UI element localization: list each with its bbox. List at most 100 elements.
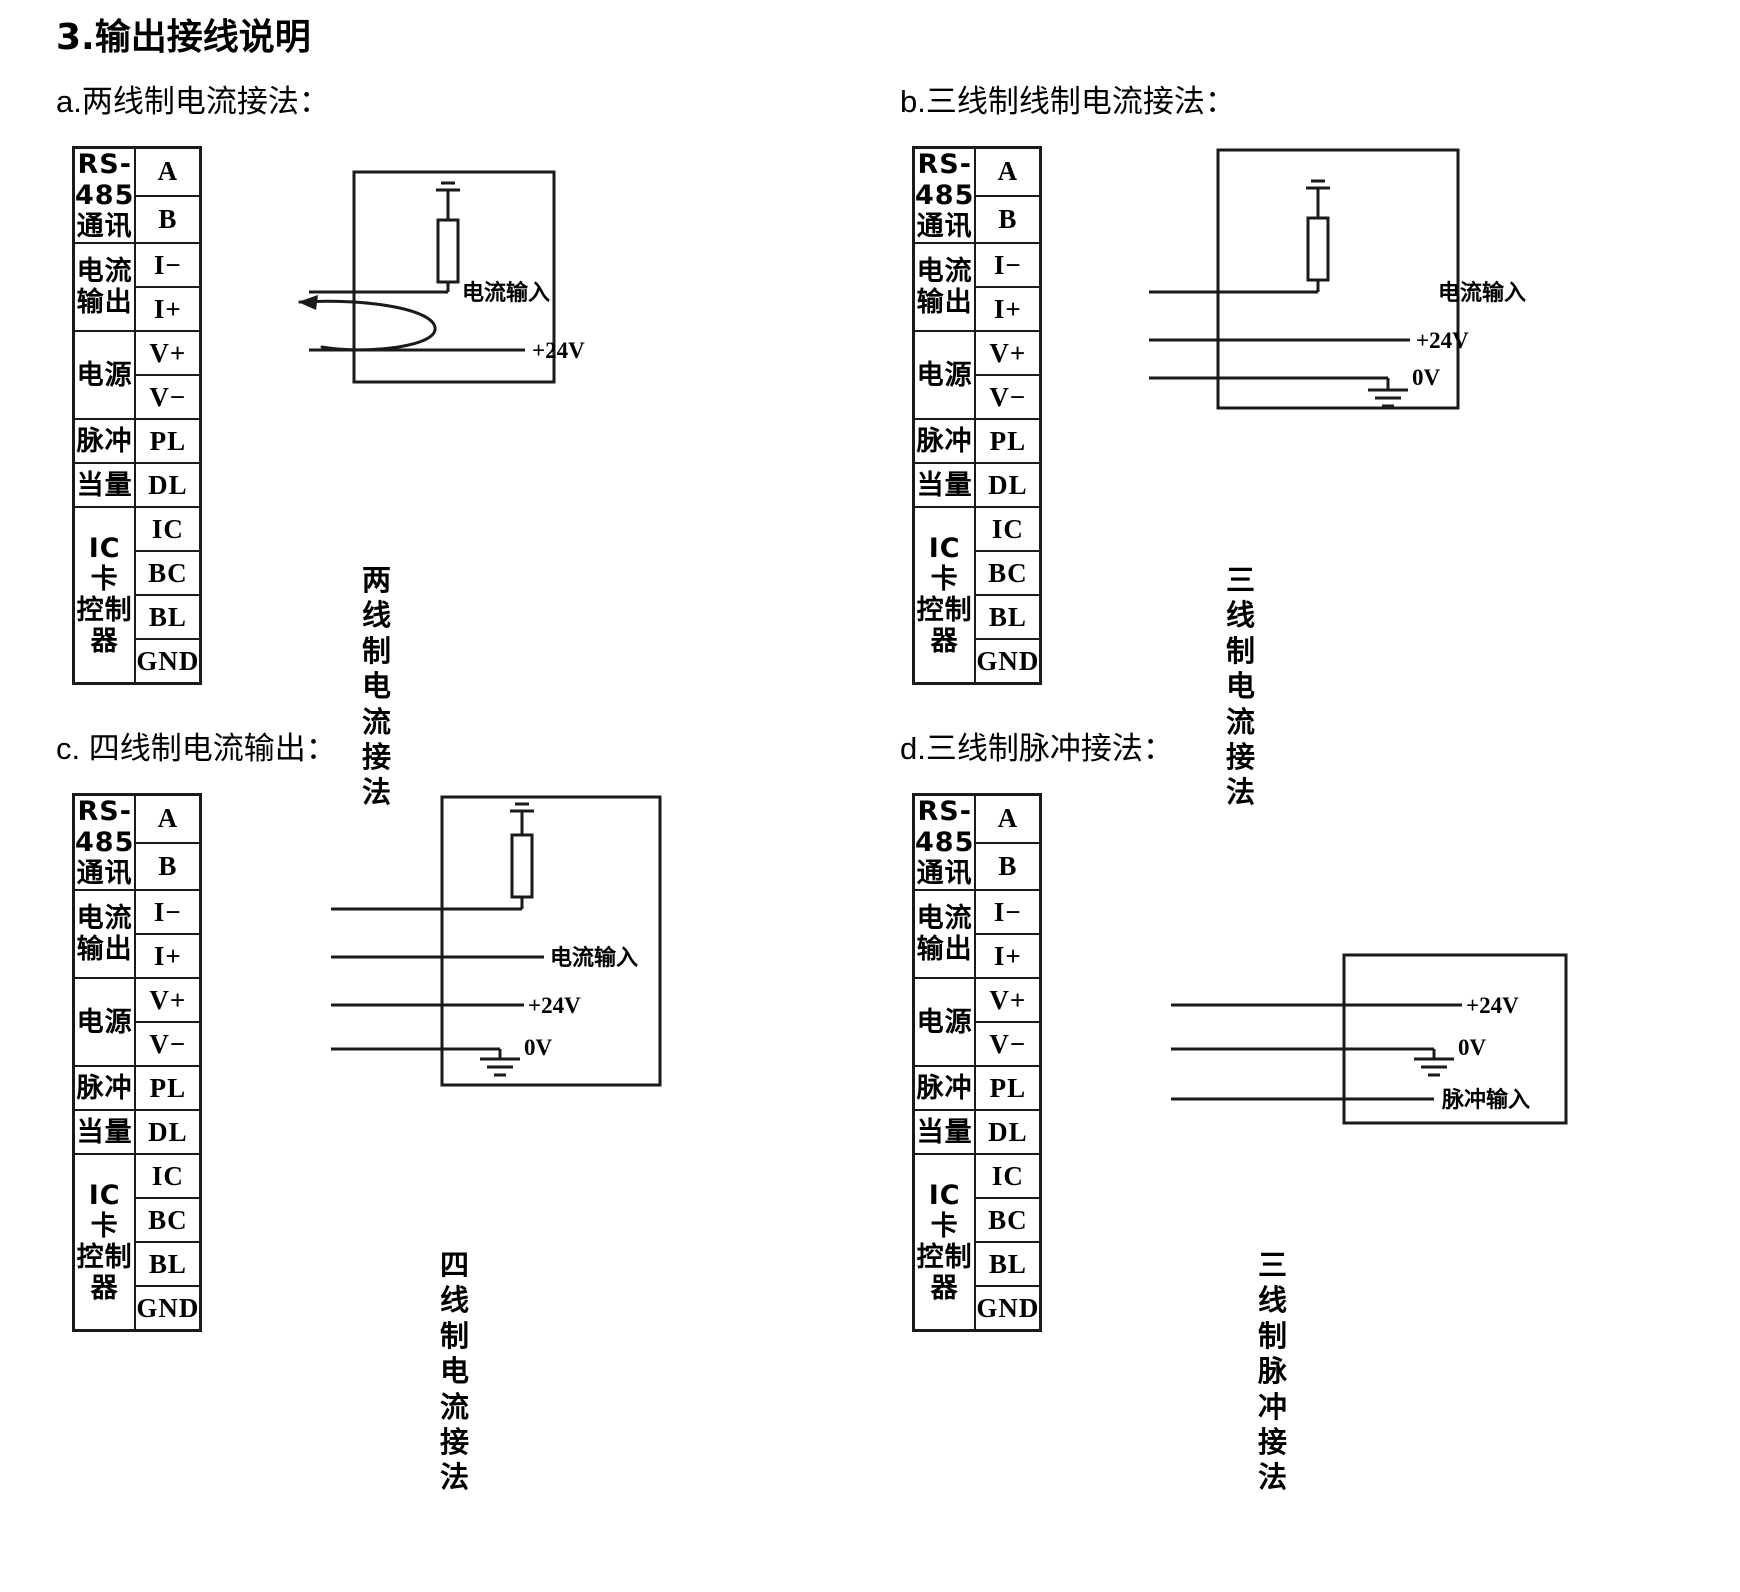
table-row: BL [74, 1241, 202, 1288]
table-row: I+ [914, 933, 1042, 980]
pin-cell-bc: BC [974, 1197, 1042, 1244]
pin-cell-b: B [974, 841, 1042, 892]
pin-cell-i-minus: I− [134, 889, 202, 936]
pin-cell-i-minus: I− [134, 242, 202, 289]
wire-label-pulse-input-d: 脉冲输入 [1441, 1087, 1530, 1113]
pin-cell-dl: DL [134, 462, 202, 509]
schematic-c: 电流输入 +24V 0V [331, 787, 732, 1107]
group-cell-power: 电源 [72, 330, 137, 421]
pin-cell-i-plus: I+ [974, 286, 1042, 333]
pin-cell-dl: DL [974, 1109, 1042, 1156]
table-row: I+ [74, 286, 202, 333]
pin-cell-v-minus: V− [974, 1021, 1042, 1068]
pin-cell-ic: IC [134, 1153, 202, 1200]
table-row: 电源 V+ [72, 330, 202, 421]
pin-cell-gnd: GND [134, 638, 202, 685]
device-box-d [1342, 953, 1568, 1125]
schematic-a: 电流输入 +24V [298, 140, 640, 440]
group-cell-current-output: 电流输出 [72, 242, 137, 333]
panel-b-caption: 三线制电 流接法 [1226, 563, 1256, 810]
group-cell-power: 电源 [912, 330, 977, 421]
table-row: 脉冲 PL [912, 418, 1042, 465]
group-cell-power: 电源 [912, 977, 977, 1068]
group-cell-ic-card: IC卡控制器 [72, 506, 137, 685]
table-row: GND [74, 638, 202, 685]
group-cell-unit: 当量 [912, 462, 977, 509]
pin-cell-gnd: GND [974, 1285, 1042, 1332]
table-row: GND [914, 638, 1042, 685]
table-row: V− [914, 374, 1042, 421]
table-row: BL [914, 1241, 1042, 1288]
pin-cell-pl: PL [974, 1065, 1042, 1112]
table-row: 电源 V+ [912, 330, 1042, 421]
group-cell-unit: 当量 [72, 1109, 137, 1156]
group-cell-ic-card: IC卡控制器 [912, 506, 977, 685]
arrow-head-a [298, 295, 318, 310]
table-row: IC卡控制器 IC [912, 1153, 1042, 1332]
wire-label-0v-d: 0V [1458, 1035, 1487, 1060]
resistor-b [1306, 216, 1330, 282]
pin-cell-dl: DL [974, 462, 1042, 509]
loop-arrow-a [298, 299, 437, 352]
table-row: 电源 V+ [912, 977, 1042, 1068]
table-row: V− [914, 1021, 1042, 1068]
table-row: B [914, 841, 1042, 892]
pin-cell-pl: PL [134, 1065, 202, 1112]
pin-cell-dl: DL [134, 1109, 202, 1156]
table-row: IC卡控制器 IC [912, 506, 1042, 685]
wire-label-24v-a: +24V [532, 338, 585, 363]
table-row: 电流输出 I− [72, 889, 202, 980]
group-cell-power: 电源 [72, 977, 137, 1068]
group-cell-pulse: 脉冲 [912, 1065, 977, 1112]
pin-cell-i-plus: I+ [134, 933, 202, 980]
pin-cell-a: A [134, 793, 202, 844]
group-cell-current-output: 电流输出 [912, 889, 977, 980]
wire-label-24v-c: +24V [528, 993, 581, 1018]
pin-cell-b: B [974, 194, 1042, 245]
pin-cell-v-plus: V+ [134, 330, 202, 377]
table-row: BL [74, 594, 202, 641]
table-row: I+ [914, 286, 1042, 333]
resistor-a [436, 218, 460, 284]
table-row: IC卡控制器 IC [72, 1153, 202, 1332]
panel-b-title: b.三线制线制电流接法： [900, 84, 1236, 119]
panel-a-title: a.两线制电流接法： [56, 84, 330, 119]
pin-cell-v-minus: V− [974, 374, 1042, 421]
pin-cell-b: B [134, 841, 202, 892]
pin-cell-a: A [974, 146, 1042, 197]
group-cell-unit: 当量 [72, 462, 137, 509]
table-row: BL [914, 594, 1042, 641]
table-row: IC卡控制器 IC [72, 506, 202, 685]
group-cell-ic-card: IC卡控制器 [72, 1153, 137, 1332]
pin-cell-ic: IC [134, 506, 202, 553]
pin-cell-ic: IC [974, 1153, 1042, 1200]
table-row: BC [74, 1197, 202, 1244]
panel-d-title: d.三线制脉冲接法： [900, 731, 1174, 766]
table-row: BC [74, 550, 202, 597]
wire-label-0v-b: 0V [1412, 365, 1441, 390]
table-row: 电流输出 I− [72, 242, 202, 333]
panel-a-caption: 两线制电 流接法 [362, 563, 392, 810]
pin-cell-v-plus: V+ [974, 330, 1042, 377]
pin-cell-i-minus: I− [974, 242, 1042, 289]
table-row: 当量 DL [912, 462, 1042, 509]
pin-cell-ic: IC [974, 506, 1042, 553]
panel-c-caption: 四线制电 流接法 [440, 1248, 470, 1495]
table-row: B [914, 194, 1042, 245]
table-row: 脉冲 PL [72, 418, 202, 465]
wire-label-current-input-a: 电流输入 [462, 280, 550, 306]
pin-cell-gnd: GND [134, 1285, 202, 1332]
group-cell-pulse: 脉冲 [72, 418, 137, 465]
table-row: 电流输出 I− [912, 889, 1042, 980]
table-row: I+ [74, 933, 202, 980]
schematic-d: +24V 0V 脉冲输入 [1171, 787, 1592, 1127]
table-row: BC [914, 550, 1042, 597]
pin-cell-i-plus: I+ [974, 933, 1042, 980]
pin-cell-i-plus: I+ [134, 286, 202, 333]
device-box-b [1216, 148, 1460, 410]
